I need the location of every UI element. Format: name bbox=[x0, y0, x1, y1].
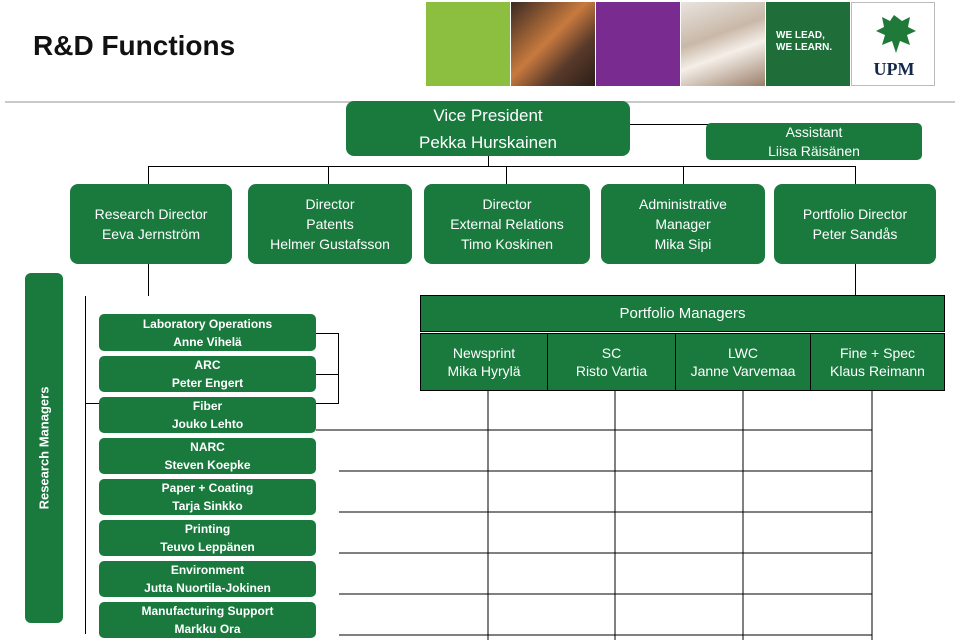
director-line: Research Director bbox=[94, 206, 208, 222]
connector bbox=[148, 166, 856, 167]
lab-unit: Laboratory Operations bbox=[142, 316, 273, 331]
research-managers-bar: Research Managers bbox=[25, 273, 63, 623]
director-line: Peter Sandås bbox=[812, 226, 898, 242]
assistant-role: Assistant bbox=[785, 123, 843, 140]
banner-lime-panel bbox=[426, 2, 510, 86]
assistant-box: Assistant Liisa Räisänen bbox=[706, 123, 922, 160]
vp-name: Pekka Hurskainen bbox=[419, 132, 557, 152]
banner-slogan-panel: WE LEAD, WE LEARN. bbox=[766, 2, 850, 86]
portfolio-segment: SC bbox=[601, 345, 622, 361]
director-box-external-relations: Director External Relations Timo Koskine… bbox=[424, 184, 590, 264]
lab-unit: Fiber bbox=[192, 399, 223, 413]
director-line: Manager bbox=[655, 216, 711, 232]
lab-box: Environment Jutta Nuortila-Jokinen bbox=[99, 561, 316, 597]
banner-photo-pages bbox=[681, 2, 765, 86]
connector bbox=[855, 166, 856, 184]
banner-strip: WE LEAD, WE LEARN. UPM bbox=[426, 2, 960, 86]
banner-photo-reader bbox=[511, 2, 595, 86]
lab-box: Laboratory Operations Anne Vihelä bbox=[99, 314, 316, 351]
portfolio-manager: Klaus Reimann bbox=[830, 363, 925, 379]
lab-unit: NARC bbox=[190, 440, 225, 454]
lab-manager: Markku Ora bbox=[174, 622, 241, 636]
lab-manager: Anne Vihelä bbox=[173, 334, 242, 349]
connector bbox=[855, 264, 856, 295]
lab-manager: Peter Engert bbox=[171, 376, 244, 390]
connector bbox=[630, 124, 714, 125]
logo-text: UPM bbox=[873, 59, 915, 79]
lab-box: Printing Teuvo Leppänen bbox=[99, 520, 316, 556]
portfolio-segment: Fine + Spec bbox=[839, 345, 916, 361]
vice-president-box: Vice President Pekka Hurskainen bbox=[346, 101, 630, 156]
lab-manager: Jouko Lehto bbox=[171, 417, 244, 431]
lab-unit: Environment bbox=[170, 563, 245, 577]
director-line: Director bbox=[305, 196, 355, 212]
portfolio-cell-sc: SC Risto Vartia bbox=[547, 333, 676, 391]
lab-manager: Teuvo Leppänen bbox=[160, 540, 255, 554]
director-line: External Relations bbox=[450, 216, 564, 232]
portfolio-manager: Risto Vartia bbox=[575, 363, 648, 379]
director-line: Administrative bbox=[639, 196, 727, 212]
slogan-line-1: WE LEAD, bbox=[776, 30, 825, 41]
lab-unit: Printing bbox=[184, 522, 231, 536]
lab-unit: Paper + Coating bbox=[161, 481, 254, 495]
director-line: Timo Koskinen bbox=[460, 236, 554, 252]
portfolio-cell-fine-spec: Fine + Spec Klaus Reimann bbox=[810, 333, 945, 391]
lab-manager: Jutta Nuortila-Jokinen bbox=[144, 581, 271, 595]
page-title: R&D Functions bbox=[33, 30, 236, 61]
banner-purple-panel bbox=[596, 2, 680, 86]
connector bbox=[506, 166, 507, 184]
director-line: Helmer Gustafsson bbox=[270, 236, 390, 252]
portfolio-managers-header: Portfolio Managers bbox=[420, 295, 945, 332]
lab-unit: Manufacturing Support bbox=[141, 604, 274, 618]
lab-box: Fiber Jouko Lehto bbox=[99, 397, 316, 433]
director-line: Director bbox=[482, 196, 532, 212]
portfolio-manager: Janne Varvemaa bbox=[690, 363, 796, 379]
director-line: Portfolio Director bbox=[802, 206, 908, 222]
director-box-administrative: Administrative Manager Mika Sipi bbox=[601, 184, 765, 264]
lab-box: Manufacturing Support Markku Ora bbox=[99, 602, 316, 638]
connector bbox=[85, 296, 86, 634]
connector bbox=[328, 166, 329, 184]
portfolio-manager: Mika Hyrylä bbox=[447, 363, 521, 379]
director-box-portfolio: Portfolio Director Peter Sandås bbox=[774, 184, 936, 264]
director-box-research: Research Director Eeva Jernström bbox=[70, 184, 232, 264]
slogan-line-2: WE LEARN. bbox=[776, 42, 833, 53]
vp-role: Vice President bbox=[433, 105, 543, 125]
director-box-patents: Director Patents Helmer Gustafsson bbox=[248, 184, 412, 264]
portfolio-segment: Newsprint bbox=[452, 345, 516, 361]
director-line: Patents bbox=[306, 216, 354, 232]
portfolio-cell-lwc: LWC Janne Varvemaa bbox=[675, 333, 811, 391]
connector bbox=[85, 403, 99, 404]
connector bbox=[316, 403, 339, 404]
connector bbox=[488, 156, 489, 167]
director-line: Eeva Jernström bbox=[101, 226, 201, 242]
connector bbox=[338, 333, 339, 403]
connector bbox=[316, 374, 338, 375]
connector bbox=[148, 264, 149, 296]
upm-logo: UPM bbox=[851, 2, 935, 86]
portfolio-cell-newsprint: Newsprint Mika Hyrylä bbox=[420, 333, 548, 391]
connector bbox=[316, 333, 339, 334]
griffin-icon bbox=[876, 15, 916, 53]
lab-manager: Tarja Sinkko bbox=[172, 499, 243, 513]
portfolio-segment: LWC bbox=[727, 345, 759, 361]
lab-box: Paper + Coating Tarja Sinkko bbox=[99, 479, 316, 515]
research-managers-label: Research Managers bbox=[36, 386, 52, 510]
lab-manager: Steven Koepke bbox=[164, 458, 251, 472]
lab-box: NARC Steven Koepke bbox=[99, 438, 316, 474]
assistant-name: Liisa Räisänen bbox=[768, 142, 860, 159]
director-line: Mika Sipi bbox=[654, 236, 712, 252]
lab-unit: ARC bbox=[194, 358, 221, 372]
lab-box: ARC Peter Engert bbox=[99, 356, 316, 392]
connector bbox=[148, 166, 149, 184]
connector bbox=[683, 166, 684, 184]
